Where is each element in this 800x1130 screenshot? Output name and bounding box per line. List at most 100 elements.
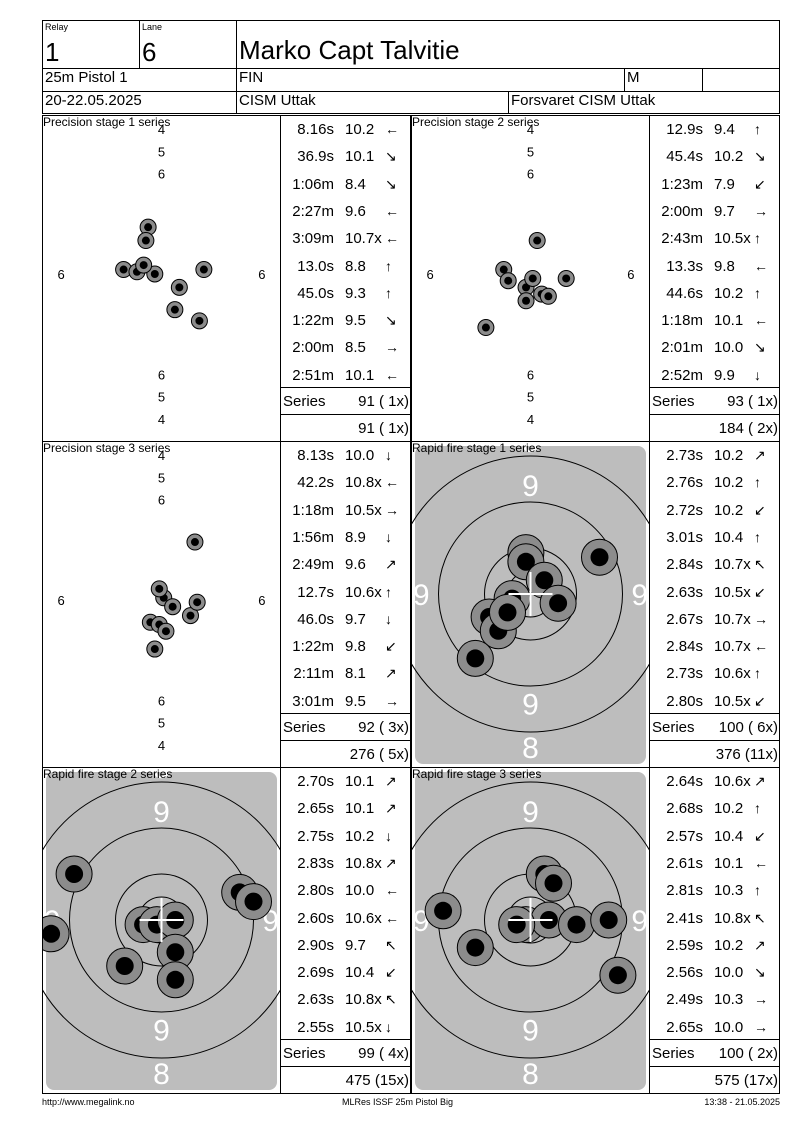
shot-hole [539,584,577,622]
shot-hole [599,956,637,994]
crosshair-marker [139,898,184,942]
ring-number: 5 [527,144,534,159]
shot-time: 2:00m [661,202,703,220]
shot-time: 1:18m [661,312,703,330]
ring-number: 8 [153,1058,170,1091]
ring-number: 9 [153,1014,170,1047]
shot-score: 10.1 [345,366,375,384]
direction-arrow-icon: → [385,339,399,356]
ring-number: 9 [153,796,170,829]
shot-time: 2:43m [661,230,703,248]
shot-hole [456,639,494,677]
nation-cell: FIN [237,69,625,92]
shot-time: 13.0s [297,257,334,275]
ring-number: 6 [427,267,434,282]
series-score: 91 ( 1x) [358,393,409,410]
shot-time: 2.65s [666,1018,703,1036]
direction-arrow-icon: ↘ [754,339,766,356]
shot-hole [558,906,595,944]
shot-score: 10.4 [345,964,375,982]
direction-arrow-icon: ← [385,909,399,926]
shot-score: 10.8x [345,474,382,492]
shot-hole [535,864,572,902]
shot-hole [489,593,526,631]
ring-number: 8 [158,323,165,338]
shot-score: 10.2 [714,284,744,302]
shot-hole [424,892,462,930]
shot-score: 9.4 [714,121,735,138]
shot-hole [517,292,535,310]
ring-number: 8 [153,768,170,785]
series-label: Series [283,393,326,410]
shot-score: 10.7x [714,556,751,574]
ring-number: 5 [158,716,165,731]
series-label: Series [283,719,326,736]
shot-hole [137,232,155,250]
footer-timestamp: 13:38 - 21.05.2025 [704,1097,780,1107]
shot-hole [157,622,175,640]
shot-hole [146,640,164,658]
direction-arrow-icon: ↗ [385,665,397,682]
ring-number: 9 [631,579,648,612]
shot-hole [139,218,157,236]
shot-score: 9.7 [345,936,366,954]
shot-hole [195,261,213,279]
ring-number: 7 [605,267,612,282]
direction-arrow-icon: ↑ [385,257,392,274]
shot-time: 12.9s [666,121,703,138]
shot-time: 2.73s [666,665,703,683]
shot-time: 3:09m [292,230,334,248]
empty-cell [703,69,780,92]
shot-score: 10.2 [714,800,744,818]
direction-arrow-icon: ↑ [754,528,761,545]
ring-number: 6 [158,367,165,382]
shot-hole [456,929,494,967]
target-face: 89989988 [43,768,280,1091]
shot-score: 9.8 [714,257,735,275]
shot-time: 8.16s [297,121,334,138]
shot-time: 36.9s [297,148,334,166]
ring-number: 9 [522,688,539,721]
shot-score: 10.0 [714,964,744,982]
target-diagram: 44556666777788889999 [43,116,280,441]
ring-number: 8 [522,1058,539,1091]
shot-time: 46.0s [297,610,334,628]
running-total-row: 91 ( 1x) [281,414,410,441]
footer-url[interactable]: http://www.megalink.no [42,1097,135,1107]
shot-hole [590,901,628,939]
shot-score: 10.3 [714,882,744,900]
direction-arrow-icon: ↑ [754,121,761,137]
shot-time: 2.59s [666,936,703,954]
shot-hole [43,915,70,953]
nation: FIN [239,69,264,86]
shot-score: 10.2 [714,936,744,954]
running-total-row: 475 (15x) [281,1066,410,1093]
running-total-row: 184 ( 2x) [650,414,779,441]
ring-number: 4 [527,122,534,137]
club: Forsvaret CISM Uttak [511,92,656,109]
lane-cell: Lane 6 [140,21,237,69]
shot-score: 10.1 [714,312,744,330]
target-diagram: 44556666777788889999 [43,442,280,767]
ring-number: 5 [158,470,165,485]
direction-arrow-icon: → [754,1018,768,1035]
ring-number: 8 [522,768,539,785]
running-total-row: 276 ( 5x) [281,740,410,767]
target-face: 89989988 [412,768,649,1091]
